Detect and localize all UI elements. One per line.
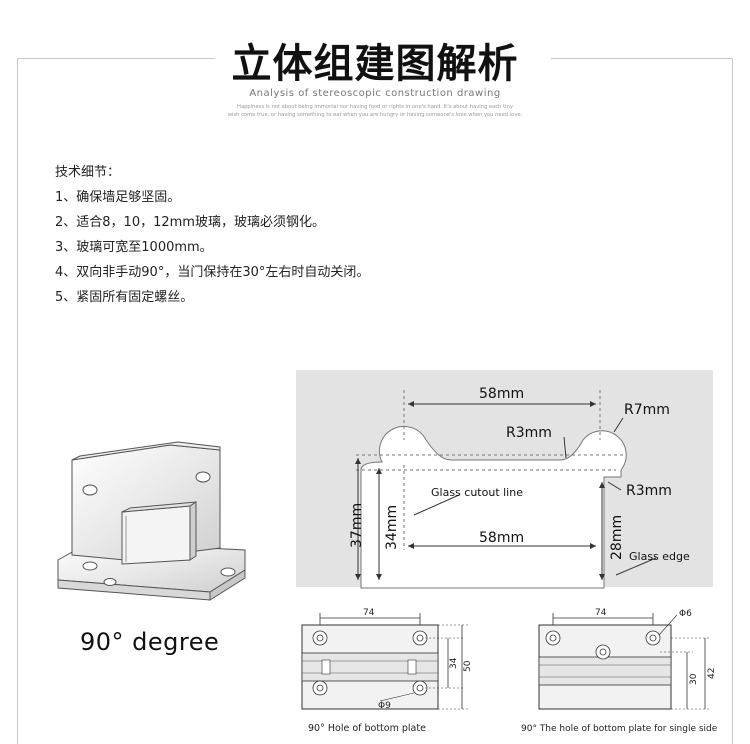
glass-edge-label: Glass edge <box>629 550 690 563</box>
page-title: 立体组建图解析 <box>231 41 519 87</box>
plate-left-caption: 90° Hole of bottom plate <box>308 723 426 734</box>
cutout-line-label: Glass cutout line <box>431 486 523 499</box>
title-mask <box>215 44 551 84</box>
spec-item: 3、玻璃可宽至1000mm。 <box>55 240 213 255</box>
product-caption: 90° degree <box>80 628 220 656</box>
spec-list: 技术细节： 1、确保墙足够坚固。 2、适合8，10，12mm玻璃，玻璃必须钢化。… <box>55 160 369 310</box>
spec-item: 5、紧固所有固定螺丝。 <box>55 290 194 305</box>
dim-inner-radius-right: R3mm <box>626 483 672 499</box>
spec-item: 4、双向非手动90°，当门保持在30°左右时自动关闭。 <box>55 265 370 280</box>
spec-item: 2、适合8，10，12mm玻璃，玻璃必须钢化。 <box>55 215 325 230</box>
dim-left-height: 37mm <box>349 503 365 548</box>
spec-heading: 技术细节： <box>55 165 121 180</box>
cutout-shape <box>360 425 627 589</box>
plate-right-caption: 90° The hole of bottom plate for single … <box>521 724 718 734</box>
single-side-plate-drawing: 74 Φ6 30 42 90° The hole of bottom plate… <box>521 608 718 734</box>
plate-width-label: 74 <box>595 608 607 618</box>
dim-top-width: 58mm <box>479 386 524 402</box>
plate-hole-label: Φ9 <box>378 701 391 711</box>
dim-right-height: 28mm <box>609 515 625 560</box>
dim-inner-radius-left: R3mm <box>506 425 552 441</box>
dim-outer-radius: R7mm <box>624 402 670 418</box>
hinge-product-image <box>57 441 246 601</box>
plate-outer-height-label: 50 <box>463 660 473 672</box>
glass-cutout-drawing: 58mm 58mm R7mm R3mm R3mm Glass cutout li… <box>296 370 713 589</box>
page-subtitle: Analysis of stereoscopic construction dr… <box>249 88 501 99</box>
plate-inner-height-label: 34 <box>449 657 459 669</box>
dim-bottom-width: 58mm <box>479 530 524 546</box>
plate-width-label: 74 <box>363 608 375 618</box>
bottom-plate-drawing: 74 34 50 Φ9 90° Hole of bottom plate <box>301 608 473 734</box>
plate-hole-label: Φ6 <box>679 609 692 619</box>
plate-inner-height-label: 30 <box>689 673 699 685</box>
dim-inner-height: 34mm <box>384 505 400 550</box>
spec-item: 1、确保墙足够坚固。 <box>55 190 181 205</box>
tagline-line-2: wish come true, or having something to e… <box>227 112 523 118</box>
plate-outer-height-label: 42 <box>707 668 717 679</box>
tagline-line-1: Happiness is not about being immortal no… <box>237 104 513 110</box>
